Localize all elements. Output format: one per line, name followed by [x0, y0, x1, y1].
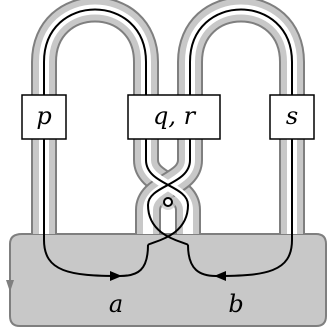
box-s-label: s [286, 102, 298, 130]
strands [43, 8, 293, 281]
crossing-vertex [160, 194, 176, 210]
strand-right [146, 8, 293, 246]
box-p-label: p [36, 102, 51, 130]
strand-to-a [43, 130, 122, 281]
box-qr-label: q, r [153, 102, 197, 130]
point-a-label: a [109, 290, 123, 318]
box-s: s [269, 94, 315, 140]
box-p: p [21, 94, 67, 140]
strand-left [43, 8, 190, 246]
strand-b-loop [187, 244, 217, 277]
strand-a-loop [119, 244, 149, 277]
strand-to-b [214, 130, 293, 281]
orientation-arrow-icon [6, 280, 14, 292]
box-qr: q, r [127, 94, 221, 140]
point-b-label: b [228, 290, 243, 318]
surface-band [9, 233, 327, 327]
